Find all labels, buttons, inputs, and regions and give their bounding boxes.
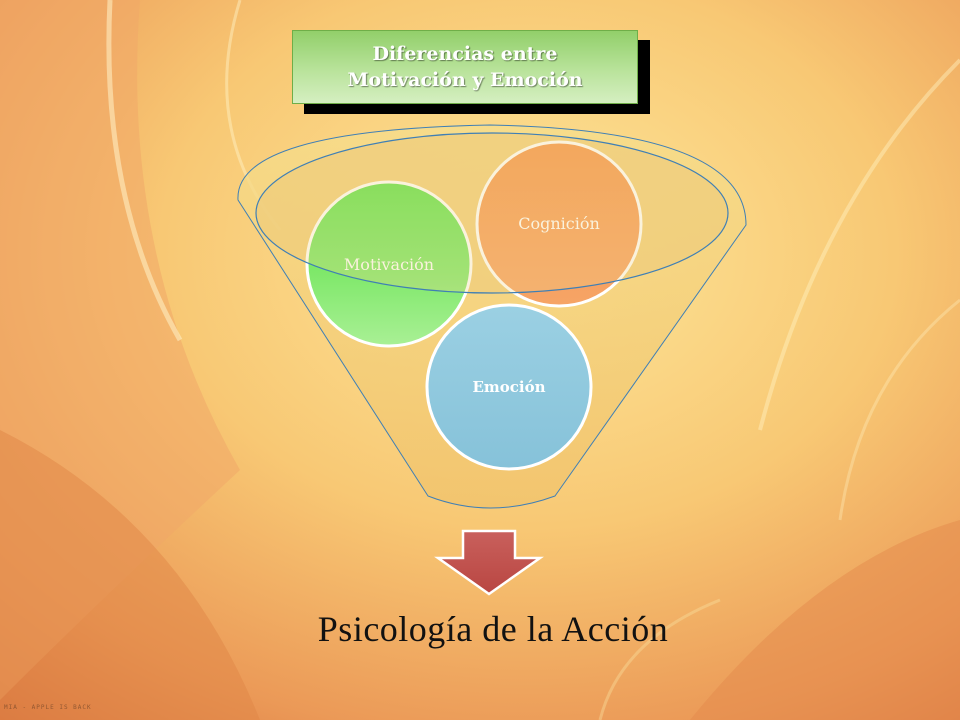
title-box: Diferencias entre Motivación y Emoción — [292, 30, 638, 104]
title-line-2: Motivación y Emoción — [347, 69, 583, 91]
funnel-rim-front — [255, 132, 729, 294]
title-line-1: Diferencias entre — [372, 43, 558, 65]
motivacion-label: Motivación — [344, 255, 434, 274]
watermark: MIA - APPLE IS BACK — [4, 704, 92, 711]
emocion-circle — [425, 303, 593, 471]
down-arrow-icon — [434, 529, 544, 596]
cognicion-label: Cognición — [518, 214, 600, 233]
cognicion-circle — [475, 140, 643, 308]
motivacion-circle — [305, 180, 473, 348]
emocion-label: Emoción — [472, 378, 545, 396]
result-label: Psicología de la Acción — [317, 609, 669, 649]
